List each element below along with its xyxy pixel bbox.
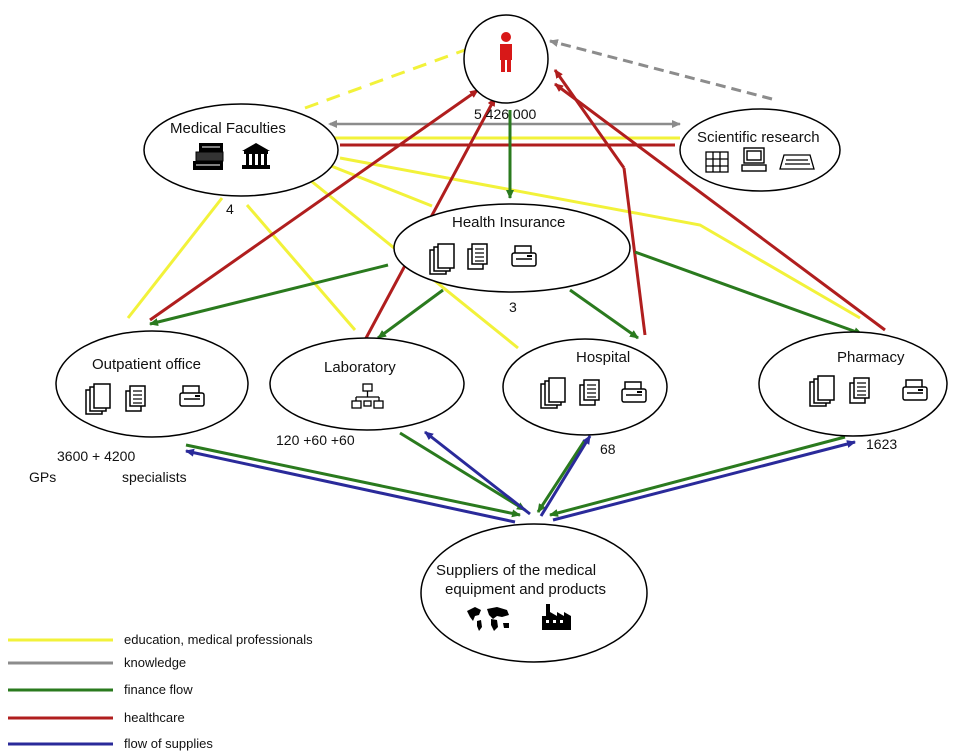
legend-item-knowledge: knowledge xyxy=(8,655,186,670)
medical-faculties-label: Medical Faculties xyxy=(170,120,286,137)
medical-faculties-count: 4 xyxy=(226,201,234,217)
hospital-label: Hospital xyxy=(576,349,630,366)
grid-icon xyxy=(705,151,729,173)
suppliers-label-line1: Suppliers of the medical xyxy=(436,562,596,579)
person-icon xyxy=(500,32,512,72)
computer-icon xyxy=(741,147,767,172)
legend-item-finance: finance flow xyxy=(8,682,193,697)
scientific-research-label: Scientific research xyxy=(697,129,820,146)
legend: education, medical professionals knowled… xyxy=(8,632,313,751)
health-insurance-label: Health Insurance xyxy=(452,214,565,231)
laboratory-node: Laboratory xyxy=(269,337,465,431)
knowledge-flows xyxy=(328,39,773,128)
documents-icon xyxy=(540,377,566,409)
legend-item-education: education, medical professionals xyxy=(8,632,313,647)
legend-label-healthcare: healthcare xyxy=(124,710,185,725)
legend-label-finance: finance flow xyxy=(124,682,193,697)
network-icon xyxy=(351,383,384,409)
outpatient-count: 3600 + 4200 xyxy=(57,448,135,464)
building-icon xyxy=(242,143,270,169)
outpatient-gps-label: GPs xyxy=(29,469,56,485)
suppliers-node: Suppliers of the medical equipment and p… xyxy=(420,523,648,663)
pharmacy-label: Pharmacy xyxy=(837,349,905,366)
supply-flows xyxy=(185,430,856,524)
laboratory-count: 120 +60 +60 xyxy=(276,432,355,448)
outpatient-specialists-label: specialists xyxy=(122,469,187,485)
books-icon xyxy=(193,143,224,170)
laboratory-label: Laboratory xyxy=(324,359,396,376)
scientific-research-node: Scientific research xyxy=(679,108,841,192)
health-insurance-node: Health Insurance xyxy=(393,203,631,293)
legend-item-supplies: flow of supplies xyxy=(8,736,213,751)
documents-icon xyxy=(809,375,835,407)
population-node xyxy=(463,14,549,104)
finance-flows xyxy=(149,110,863,518)
factory-icon xyxy=(542,604,571,630)
keyboard-icon xyxy=(779,154,815,170)
hospital-count: 68 xyxy=(600,441,616,457)
pharmacy-node: Pharmacy xyxy=(758,331,948,437)
health-insurance-count: 3 xyxy=(509,299,517,315)
medical-faculties-node: Medical Faculties xyxy=(143,103,339,197)
pharmacy-count: 1623 xyxy=(866,436,897,452)
healthcare-flows xyxy=(149,69,886,341)
outpatient-office-node: Outpatient office xyxy=(55,330,249,438)
population-count: 5 426 000 xyxy=(474,106,536,122)
documents-icon xyxy=(85,383,111,415)
hospital-node: Hospital xyxy=(502,338,668,436)
world-map-icon xyxy=(467,607,509,631)
legend-label-education: education, medical professionals xyxy=(124,632,313,647)
outpatient-office-label: Outpatient office xyxy=(92,356,201,373)
documents-icon xyxy=(429,243,455,275)
suppliers-label-line2: equipment and products xyxy=(445,581,606,598)
legend-label-supplies: flow of supplies xyxy=(124,736,213,751)
legend-label-knowledge: knowledge xyxy=(124,655,186,670)
legend-item-healthcare: healthcare xyxy=(8,710,185,725)
